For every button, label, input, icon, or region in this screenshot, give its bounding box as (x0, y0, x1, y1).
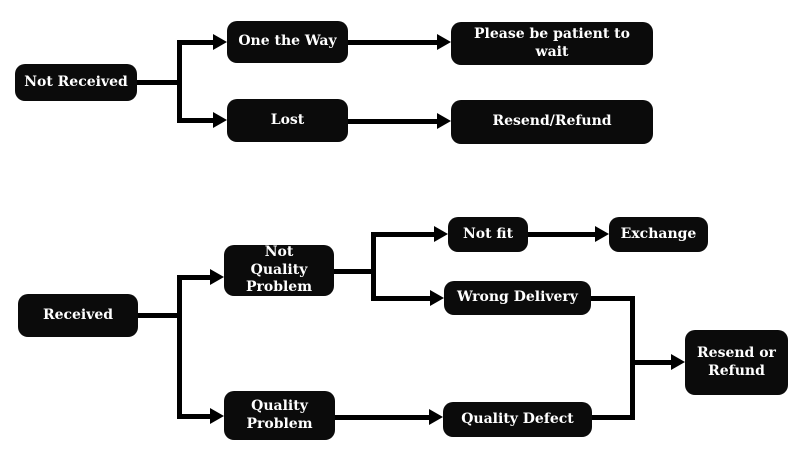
connector-to-one-the-way (177, 40, 213, 45)
connector-to-please-wait (348, 40, 437, 45)
connector-to-resend-or-refund (630, 360, 671, 365)
node-one-the-way: One the Way (227, 21, 348, 63)
connector-not-received-split (177, 40, 182, 123)
connector-not-quality-split (371, 232, 376, 300)
connector-merge (630, 296, 635, 420)
node-quality-defect: Quality Defect (443, 402, 592, 437)
connector-received-split (177, 275, 182, 419)
connector-not-received-stem (137, 80, 182, 85)
connector-quality-defect-out (592, 415, 634, 420)
connector-wrong-delivery-out (591, 296, 634, 301)
arrowhead-to-please-wait (437, 34, 451, 50)
connector-not-quality-stem (334, 269, 376, 274)
arrowhead-to-not-fit (434, 226, 448, 242)
node-quality-problem: Quality Problem (224, 391, 335, 440)
connector-to-lost (177, 118, 213, 123)
arrowhead-to-quality-problem (210, 408, 224, 424)
arrowhead-to-exchange (595, 226, 609, 242)
arrowhead-to-one-the-way (213, 34, 227, 50)
node-not-received: Not Received (15, 64, 137, 101)
arrowhead-to-resend-refund (437, 113, 451, 129)
connector-to-not-fit (371, 232, 434, 237)
arrowhead-to-wrong-delivery (430, 290, 444, 306)
connector-to-resend-refund (348, 119, 437, 124)
node-not-fit: Not fit (448, 217, 528, 252)
node-resend-or-refund: Resend or Refund (685, 330, 788, 395)
node-lost: Lost (227, 99, 348, 142)
node-wrong-delivery: Wrong Delivery (444, 281, 591, 315)
connector-to-quality-defect (335, 415, 429, 420)
node-not-quality-problem: Not Quality Problem (224, 244, 334, 296)
arrowhead-to-not-quality-problem (210, 269, 224, 285)
node-please-be-patient: Please be patient to wait (451, 22, 653, 65)
arrowhead-to-resend-or-refund (671, 354, 685, 370)
connector-to-wrong-delivery (371, 296, 430, 301)
node-resend-refund: Resend/Refund (451, 100, 653, 144)
connector-to-exchange (528, 232, 595, 237)
node-exchange: Exchange (609, 217, 708, 252)
connector-to-quality-problem (177, 414, 210, 419)
arrowhead-to-lost (213, 112, 227, 128)
arrowhead-to-quality-defect (429, 409, 443, 425)
connector-to-not-quality-problem (177, 275, 210, 280)
node-received: Received (18, 294, 138, 337)
connector-received-stem (138, 313, 182, 318)
